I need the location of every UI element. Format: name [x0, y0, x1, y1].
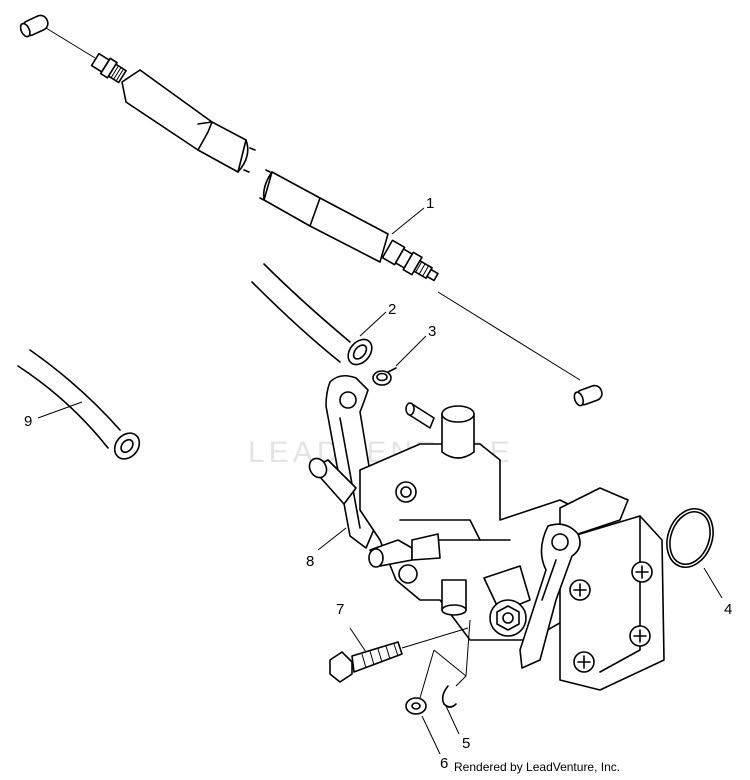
callout-lines	[37, 207, 723, 755]
hose-clamp	[372, 367, 397, 386]
screw-bottom-right	[629, 625, 651, 647]
washer	[405, 697, 427, 715]
throttle-cable	[19, 14, 603, 407]
oil-hose	[251, 263, 373, 366]
pump-cover	[559, 487, 665, 691]
screw-top-left	[569, 579, 591, 601]
callout-4: 4	[724, 601, 732, 618]
mounting-bolt	[329, 627, 469, 683]
vent-hose	[17, 349, 141, 460]
render-credit: Rendered by LeadVenture, Inc.	[454, 760, 621, 774]
screw-top-right	[631, 561, 653, 583]
pump-lever	[519, 523, 581, 669]
callout-3: 3	[428, 323, 436, 340]
circlip	[441, 685, 457, 708]
callout-7: 7	[336, 601, 344, 618]
callout-9: 9	[24, 413, 32, 430]
o-ring	[666, 508, 714, 568]
screw-bottom-left	[573, 651, 595, 673]
callout-5: 5	[462, 735, 470, 752]
callout-8: 8	[306, 553, 314, 570]
callout-1: 1	[426, 195, 434, 212]
callout-6: 6	[440, 755, 448, 772]
callout-2: 2	[388, 301, 396, 318]
